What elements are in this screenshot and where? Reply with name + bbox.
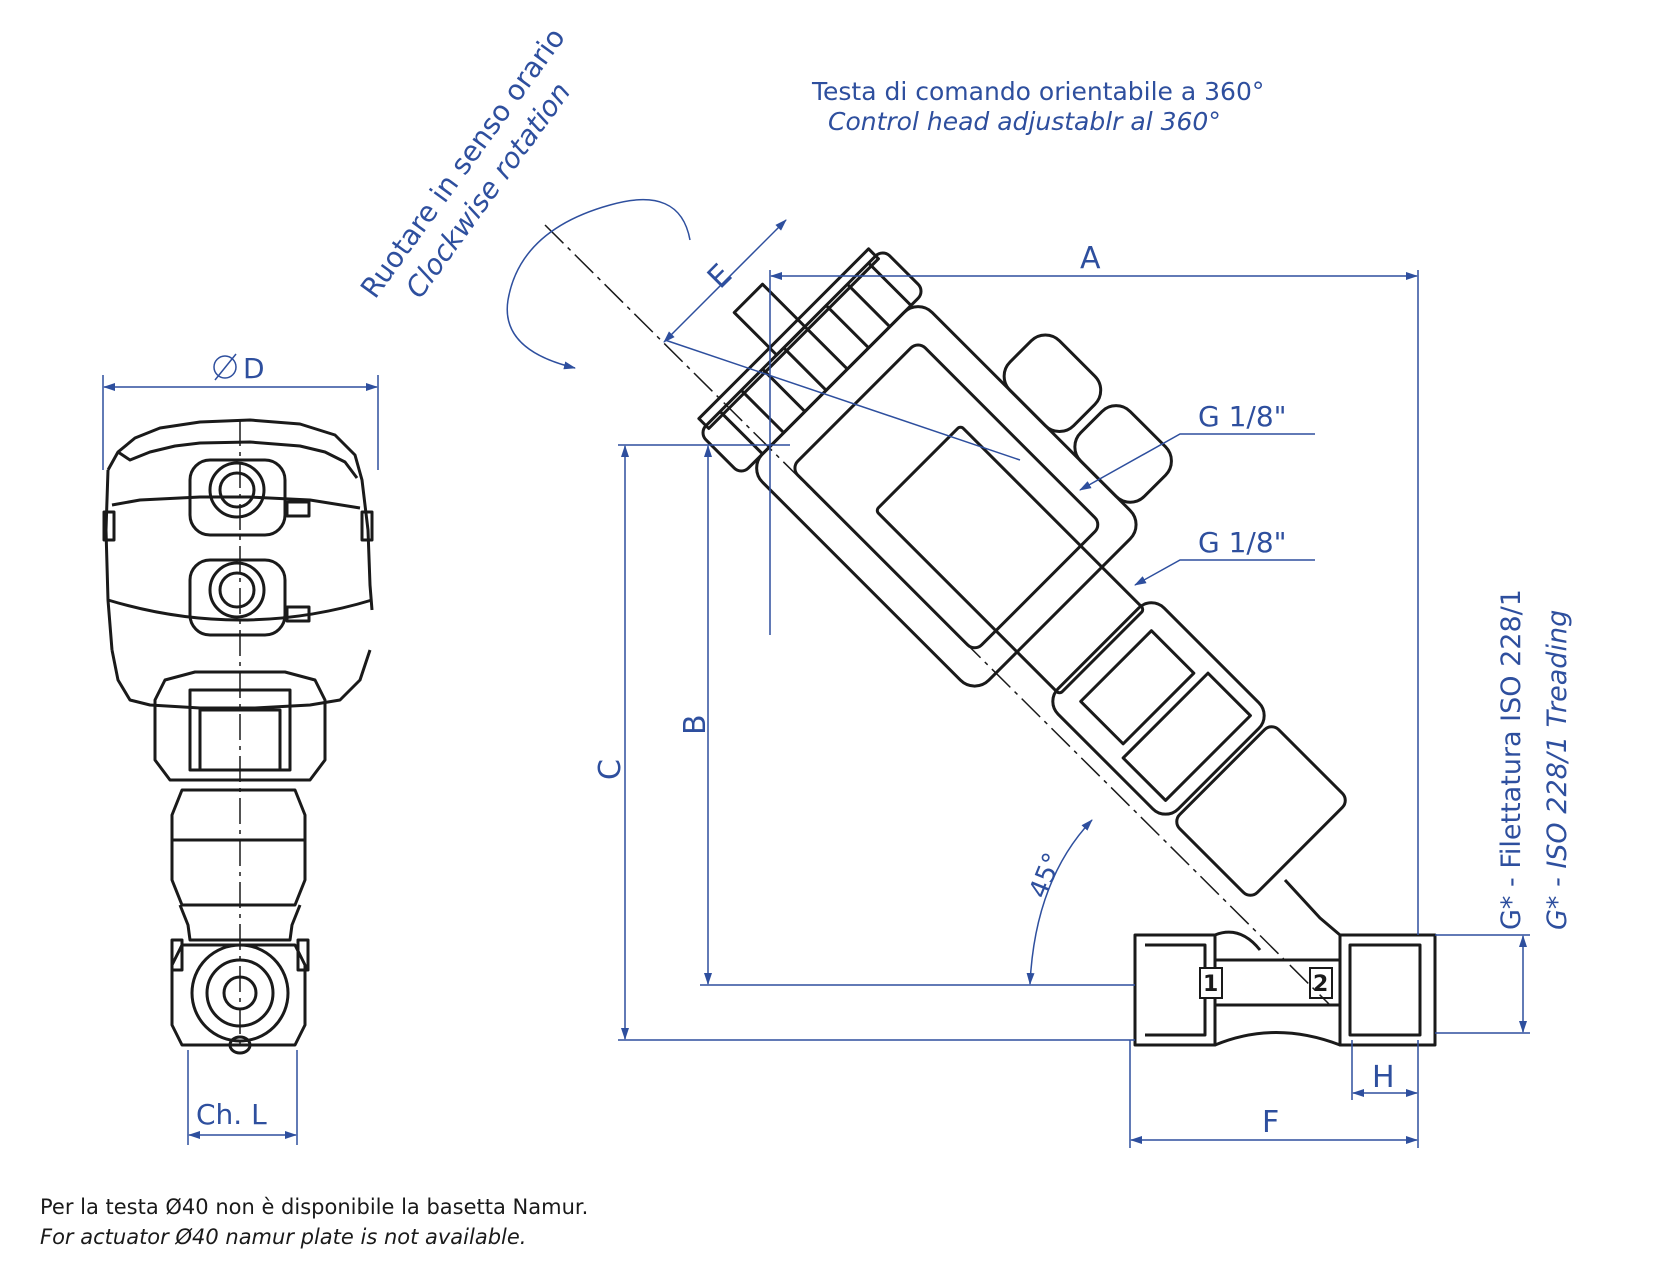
footnote-it: Per la testa Ø40 non è disponibile la ba… xyxy=(40,1195,589,1219)
valve-front-view xyxy=(102,418,374,1055)
dim-label-H: H xyxy=(1372,1060,1395,1095)
dimension-lines xyxy=(621,219,1527,1144)
extension-lines xyxy=(618,270,1530,1148)
dim-label-D: D xyxy=(243,352,265,385)
dim-label-ChL: Ch. L xyxy=(196,1098,267,1131)
rotation-arrow xyxy=(506,198,691,368)
thread-note-it: G* - Filettatura ISO 228/1 xyxy=(1496,589,1527,930)
head-note-en: Control head adjustablr al 360° xyxy=(828,107,1221,136)
rotation-label-it: Ruotare in senso orario xyxy=(354,22,572,304)
port-upper xyxy=(188,458,287,537)
dim-label-C: C xyxy=(593,759,628,780)
dim-label-A: A xyxy=(1080,241,1101,276)
port-markers: 1 2 xyxy=(1199,967,1333,999)
side-centerline xyxy=(544,224,1331,1006)
thread-note-en: G* - ISO 228/1 Treading xyxy=(1542,610,1573,930)
dim-arc-45 xyxy=(1026,819,1093,985)
port-mark-outlet: 2 xyxy=(1313,972,1328,997)
dim-label-F: F xyxy=(1262,1105,1279,1140)
valve-side-view xyxy=(697,247,1437,1047)
port-leaders xyxy=(1079,433,1315,586)
head-note-it: Testa di comando orientabile a 360° xyxy=(811,77,1264,106)
footnote-en: For actuator Ø40 namur plate is not avai… xyxy=(40,1225,527,1249)
dim-line-E xyxy=(663,219,787,343)
dim-label-E: E xyxy=(701,257,739,295)
port-label-lower: G 1/8" xyxy=(1198,526,1287,559)
dim-ChL xyxy=(187,1050,298,1145)
port-mark-inlet: 1 xyxy=(1203,972,1218,997)
port-lower xyxy=(188,558,287,637)
dim-label-B: B xyxy=(678,714,713,735)
dim-label-angle: 45° xyxy=(1024,849,1069,903)
dim-D xyxy=(102,353,379,470)
outlet-port-body xyxy=(1338,933,1437,1047)
port-label-upper: G 1/8" xyxy=(1198,400,1287,433)
